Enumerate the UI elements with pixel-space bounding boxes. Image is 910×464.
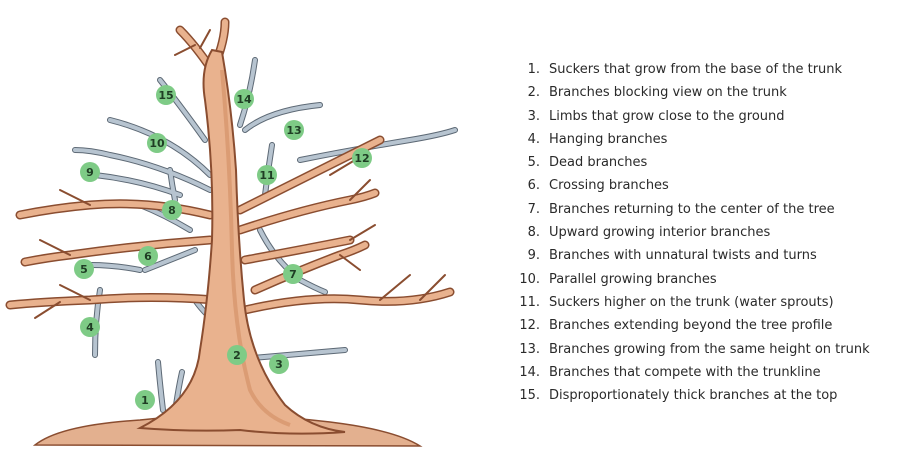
marker-13: 13 [284,120,304,140]
marker-1: 1 [135,390,155,410]
legend-text: Hanging branches [549,131,668,147]
marker-10: 10 [147,133,167,153]
marker-14-label: 14 [236,93,252,106]
legend-number: 5. [527,155,540,171]
marker-4-label: 4 [86,321,94,334]
legend-item-7: 7. Branches returning to the center of th… [510,202,870,225]
legend-text: Branches extending beyond the tree profi… [549,318,833,334]
marker-11: 11 [257,165,277,185]
legend-text: Branches returning to the center of the … [549,201,835,217]
legend-number: 14. [519,364,540,380]
legend-text: Limbs that grow close to the ground [549,108,785,124]
marker-15-label: 15 [158,89,173,102]
marker-11-label: 11 [259,169,274,182]
legend-item-9: 9. Branches with unnatural twists and tur… [510,248,870,271]
marker-8: 8 [162,200,182,220]
marker-15: 15 [156,85,176,105]
marker-5-label: 5 [80,263,88,276]
legend-item-4: 4. Hanging branches [510,132,870,155]
marker-9: 9 [80,162,100,182]
legend-text: Disproportionately thick branches at the… [549,388,838,404]
marker-1-label: 1 [141,394,149,407]
legend-text: Branches that compete with the trunkline [549,364,821,380]
legend-item-14: 14. Branches that compete with the trunkl… [510,365,870,388]
legend-text: Suckers that grow from the base of the t… [549,62,843,77]
marker-13-label: 13 [286,124,301,137]
marker-3-label: 3 [275,358,283,371]
marker-14: 14 [234,89,254,109]
tree-illustration: 1 2 3 4 5 6 7 8 [5,17,458,447]
legend-item-1: 1. Suckers that grow from the base of the… [510,62,870,85]
marker-8-label: 8 [168,204,176,217]
legend-number: 13. [519,341,540,357]
legend-item-2: 2. Branches blocking view on the trunk [510,85,870,108]
markers-layer: 1 2 3 4 5 6 7 8 [74,85,372,410]
legend-text: Upward growing interior branches [549,225,771,241]
legend-item-6: 6. Crossing branches [510,178,870,201]
legend-text: Branches growing from the same height on… [549,341,870,357]
legend-number: 12. [519,318,540,334]
marker-4: 4 [80,317,100,337]
legend-number: 10. [519,271,540,287]
pruned-branches [72,57,458,415]
legend-item-13: 13. Branches growing from the same height… [510,341,870,365]
legend-number: 6. [527,178,540,194]
legend-number: 1. [527,62,540,77]
legend-item-10: 10. Parallel growing branches [510,272,870,295]
legend-text: Parallel growing branches [549,271,717,287]
legend-number: 4. [527,131,540,147]
legend-number: 8. [527,225,540,241]
legend-item-12: 12. Branches extending beyond the tree pr… [510,318,870,341]
legend-item-15: 15. Disproportionately thick branches at … [510,388,870,411]
marker-7-label: 7 [289,268,297,281]
legend-list: 1. Suckers that grow from the base of the… [510,62,870,411]
legend-text: Crossing branches [549,178,669,194]
marker-12: 12 [352,148,372,168]
legend-number: 15. [519,388,540,404]
legend-number: 7. [527,201,540,217]
marker-10-label: 10 [149,137,165,150]
legend-number: 11. [519,294,540,310]
marker-2: 2 [227,345,247,365]
legend-number: 9. [527,248,540,264]
marker-3: 3 [269,354,289,374]
marker-5: 5 [74,259,94,279]
legend-text: Suckers higher on the trunk (water sprou… [549,294,834,310]
marker-7: 7 [283,264,303,284]
legend-text: Dead branches [549,155,648,171]
legend-item-8: 8. Upward growing interior branches [510,225,870,248]
legend-item-3: 3. Limbs that grow close to the ground [510,109,870,132]
marker-6-label: 6 [144,250,152,263]
marker-9-label: 9 [86,166,94,179]
legend-number: 2. [527,85,540,101]
legend-number: 3. [527,108,540,124]
legend-item-11: 11. Suckers higher on the trunk (water sp… [510,295,870,318]
legend-text: Branches with unnatural twists and turns [549,248,817,264]
marker-6: 6 [138,246,158,266]
trunk-shading [220,69,291,427]
live-branches [5,17,455,319]
legend-item-5: 5. Dead branches [510,155,870,178]
marker-2-label: 2 [233,349,241,362]
legend-text: Branches blocking view on the trunk [549,85,787,101]
marker-12-label: 12 [354,152,369,165]
